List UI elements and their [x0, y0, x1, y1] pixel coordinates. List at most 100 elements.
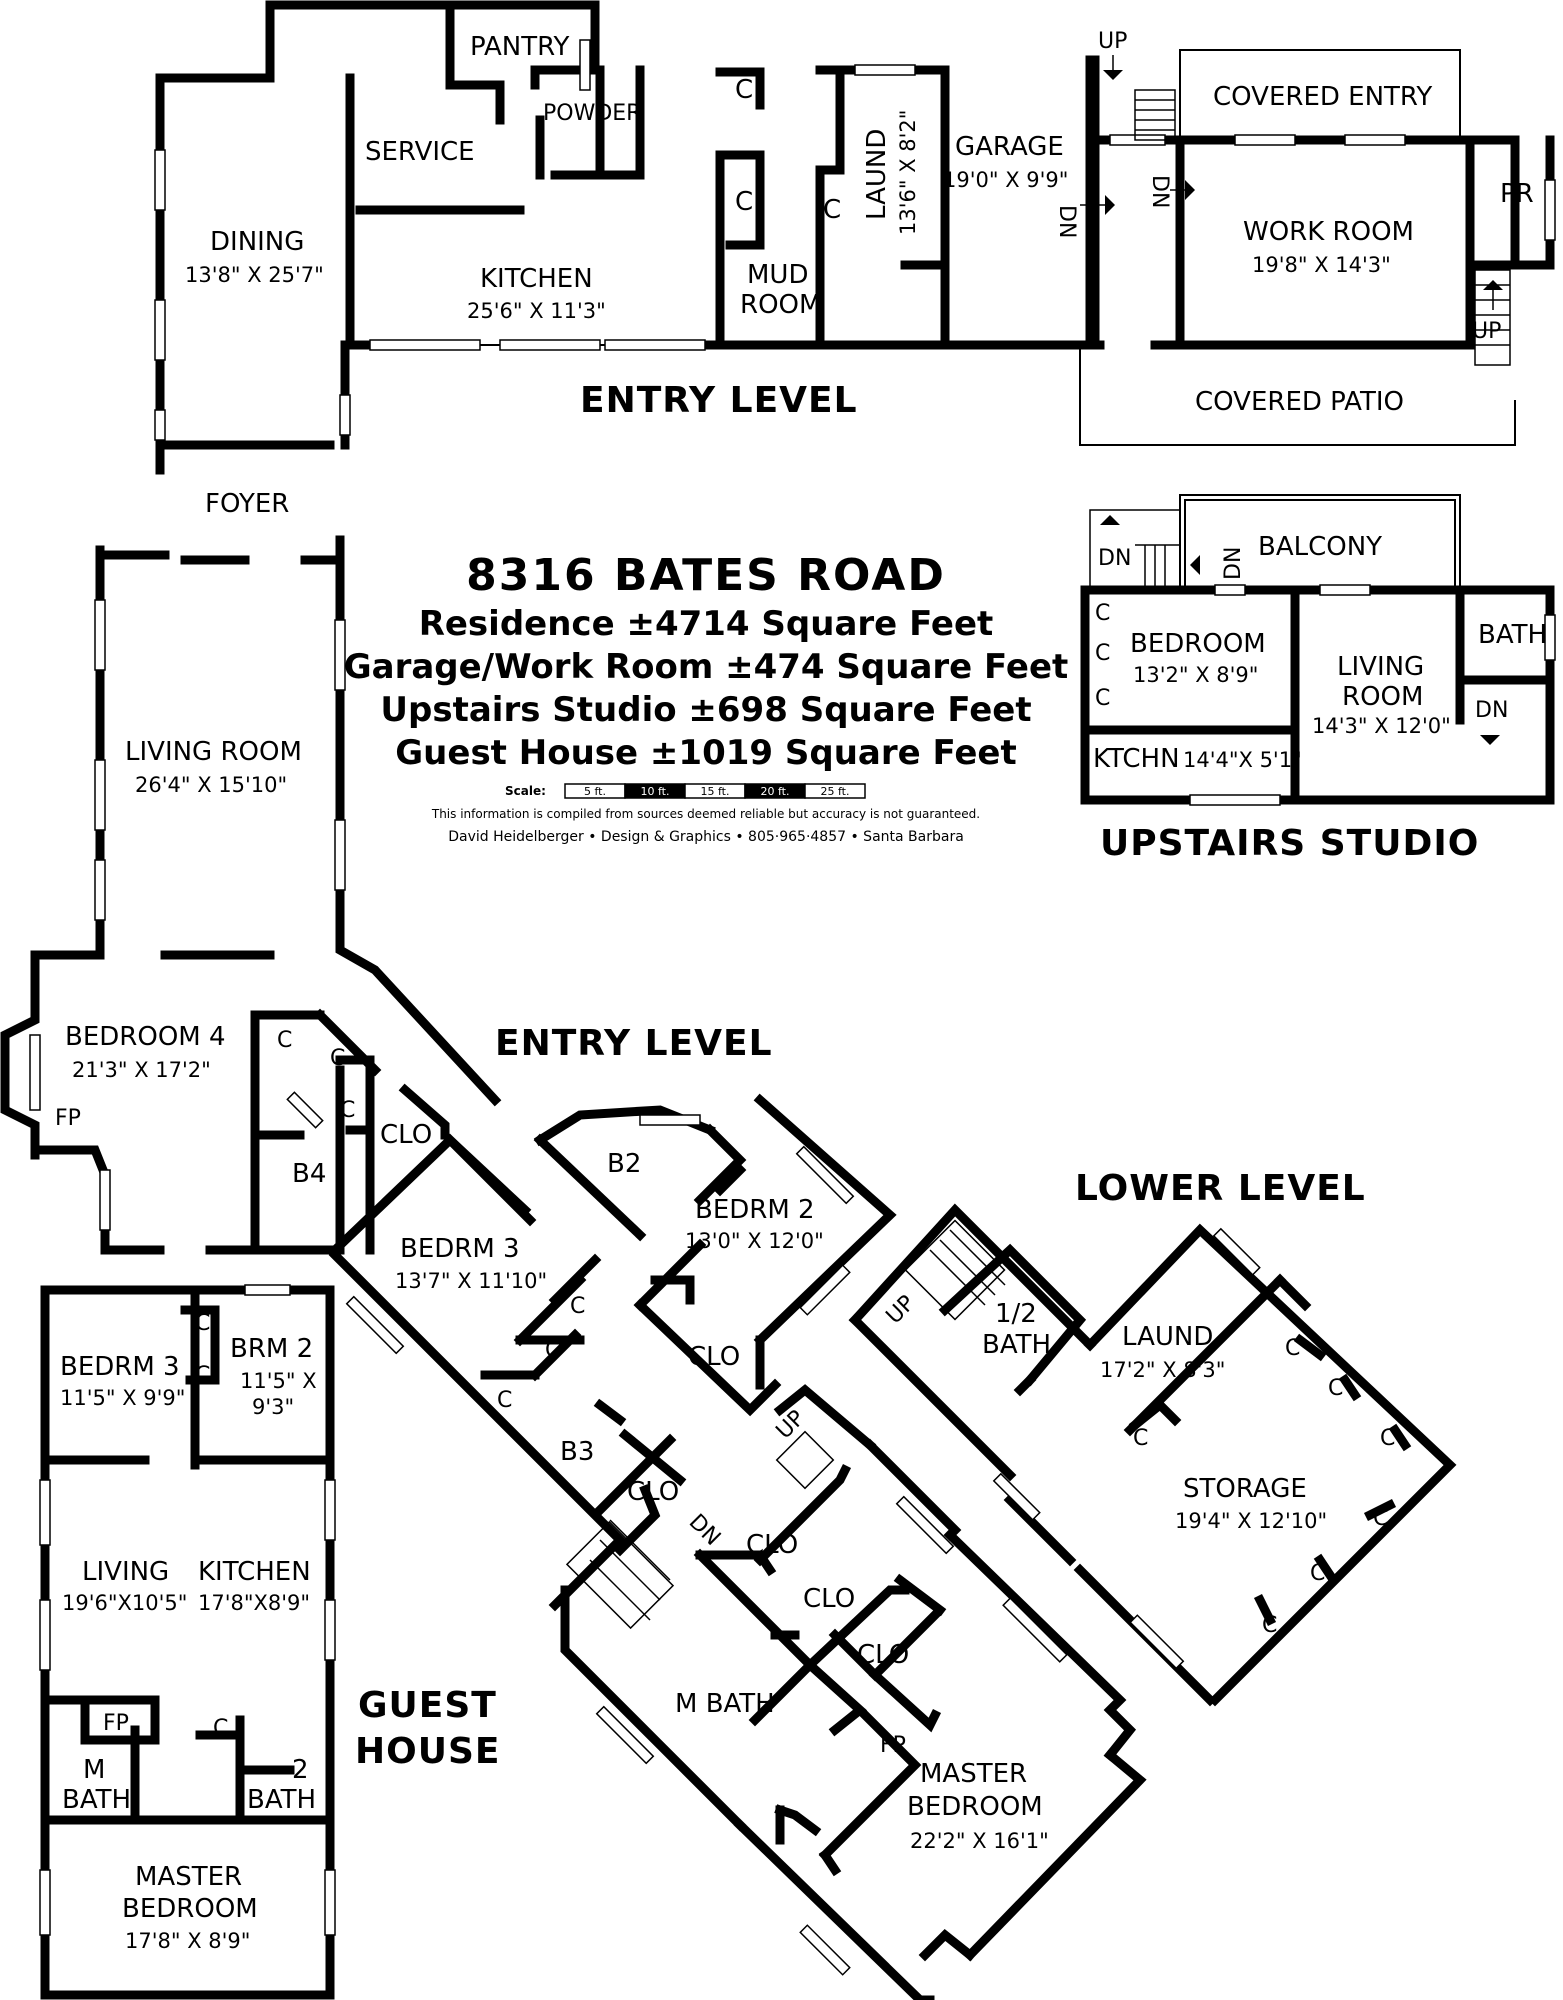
- closet-label: C: [1285, 1336, 1300, 1361]
- dining-dim: 13'8" X 25'7": [185, 263, 324, 287]
- scale-segment: 20 ft.: [761, 785, 790, 798]
- covered-patio-label: COVERED PATIO: [1195, 387, 1404, 417]
- closet-label: C: [570, 1294, 585, 1319]
- closet-label: C: [1095, 641, 1110, 666]
- service-label: SERVICE: [365, 137, 475, 167]
- scale-label: Scale:: [505, 784, 546, 798]
- closet-label: C: [497, 1388, 512, 1413]
- credit-line: David Heidelberger • Design & Graphics •…: [448, 829, 964, 845]
- closet-clo-label: CLO: [746, 1530, 798, 1560]
- residence-sqft: Residence ±4714 Square Feet: [419, 604, 994, 644]
- stair-down-label: DN: [1054, 205, 1079, 238]
- b2-bath-label: B2: [607, 1149, 641, 1179]
- garage-dim: 19'0" X 9'9": [943, 168, 1068, 192]
- studio-living-label-2: ROOM: [1342, 682, 1423, 712]
- studio-bath-label: BATH: [1478, 620, 1547, 650]
- closet-label: C: [1095, 601, 1110, 626]
- covered-entry-label: COVERED ENTRY: [1213, 82, 1432, 112]
- entry-level-mid-heading: ENTRY LEVEL: [495, 1023, 773, 1064]
- gh-kitchen-dim: 17'8"X8'9": [198, 1591, 310, 1615]
- lower-level-walls: [848, 1203, 1457, 1707]
- gh-bedrm3-label: BEDRM 3: [60, 1352, 180, 1382]
- closet-label: C: [340, 1098, 355, 1123]
- studio-sqft: Upstairs Studio ±698 Square Feet: [380, 690, 1031, 730]
- pantry-label: PANTRY: [470, 32, 570, 62]
- scale-segment: 15 ft.: [701, 785, 730, 798]
- master-bedroom-label-1: MASTER: [920, 1759, 1027, 1789]
- entry-level-top-walls: [155, 0, 1555, 475]
- closet-clo-label: CLO: [803, 1584, 855, 1614]
- gh-brm2-dim-1: 11'5" X: [240, 1369, 317, 1393]
- studio-bedroom-dim: 13'2" X 8'9": [1133, 663, 1258, 687]
- guest-house-sqft: Guest House ±1019 Square Feet: [395, 733, 1016, 773]
- bedrm3-label: BEDRM 3: [400, 1234, 520, 1264]
- gh-bath2-label-2: BATH: [247, 1785, 316, 1815]
- guest-house-heading-2: HOUSE: [355, 1731, 500, 1772]
- stair-down-label: DN: [1098, 546, 1131, 571]
- lower-laund-label: LAUND: [1122, 1322, 1213, 1352]
- powder-label: POWDER: [543, 101, 641, 126]
- gh-mbath-label-1: M: [83, 1755, 105, 1785]
- entry-level-top-heading: ENTRY LEVEL: [580, 380, 858, 421]
- kitchen-label: KITCHEN: [480, 264, 593, 294]
- stair-down-label: DN: [1147, 175, 1172, 208]
- studio-living-dim: 14'3" X 12'0": [1312, 714, 1451, 738]
- closet-label: C: [1328, 1376, 1343, 1401]
- gh-fireplace-label: FP: [103, 1711, 129, 1736]
- closet-label: C: [1262, 1613, 1277, 1638]
- work-room-dim: 19'8" X 14'3": [1252, 253, 1391, 277]
- bedroom4-dim: 21'3" X 17'2": [72, 1058, 211, 1082]
- storage-dim: 19'4" X 12'10": [1175, 1509, 1327, 1533]
- bedrm2-dim: 13'0" X 12'0": [685, 1229, 824, 1253]
- closet-label: C: [735, 75, 753, 105]
- upstairs-studio-heading: UPSTAIRS STUDIO: [1100, 823, 1479, 864]
- studio-living-label-1: LIVING: [1337, 652, 1424, 682]
- mud-room-label-2: ROOM: [740, 290, 821, 320]
- bedrm3-dim: 13'7" X 11'10": [395, 1269, 547, 1293]
- garage-label: GARAGE: [955, 132, 1064, 162]
- scale-segment: 5 ft.: [584, 785, 606, 798]
- fireplace-label: FP: [55, 1106, 81, 1131]
- stair-down-label: DN: [1475, 698, 1508, 723]
- living-room-label: LIVING ROOM: [125, 737, 302, 767]
- gh-master-dim: 17'8" X 8'9": [125, 1929, 250, 1953]
- stair-up-label: UP: [1098, 29, 1127, 54]
- work-room-label: WORK ROOM: [1243, 217, 1414, 247]
- half-bath-label-1: 1/2: [995, 1299, 1037, 1329]
- gh-bedrm3-dim: 11'5" X 9'9": [60, 1386, 185, 1410]
- scale-segment: 10 ft.: [641, 785, 670, 798]
- closet-label: C: [735, 187, 753, 217]
- stair-up-label: UP: [1472, 319, 1501, 344]
- closet-label: C: [330, 1046, 345, 1071]
- closet-clo-label: CLO: [627, 1477, 679, 1507]
- lower-laund-dim: 17'2" X 8'3": [1100, 1358, 1225, 1382]
- stair-down-label: DN: [1221, 547, 1246, 580]
- dining-label: DINING: [210, 227, 304, 257]
- gh-kitchen-label: KITCHEN: [198, 1557, 311, 1587]
- closet-label: C: [1095, 686, 1110, 711]
- guest-house-heading-1: GUEST: [358, 1685, 497, 1726]
- gh-brm2-dim-2: 9'3": [252, 1395, 294, 1419]
- closet-label: C: [195, 1311, 210, 1336]
- studio-kitchen-label: KTCHN: [1093, 744, 1180, 774]
- gh-master-label-2: BEDROOM: [122, 1894, 258, 1924]
- closet-clo-label: CLO: [380, 1120, 432, 1150]
- closet-label: C: [213, 1716, 228, 1741]
- closet-label: C: [1373, 1506, 1388, 1531]
- gh-master-label-1: MASTER: [135, 1862, 242, 1892]
- stair-up-label: UP: [882, 1291, 920, 1329]
- entry-level-mid-windows: [29, 599, 1068, 1976]
- closet-clo-label: CLO: [857, 1640, 909, 1670]
- b4-bath-label: B4: [292, 1159, 326, 1189]
- half-bath-label-2: BATH: [982, 1330, 1051, 1360]
- disclaimer: This information is compiled from source…: [431, 807, 980, 821]
- master-bath-label: M BATH: [675, 1689, 775, 1719]
- closet-label: C: [195, 1363, 210, 1388]
- closet-label: C: [545, 1338, 560, 1363]
- mud-room-label-1: MUD: [747, 260, 808, 290]
- balcony-label: BALCONY: [1258, 532, 1382, 562]
- b3-bath-label: B3: [560, 1437, 594, 1467]
- address-title: 8316 BATES ROAD: [466, 550, 946, 601]
- storage-label: STORAGE: [1183, 1474, 1307, 1504]
